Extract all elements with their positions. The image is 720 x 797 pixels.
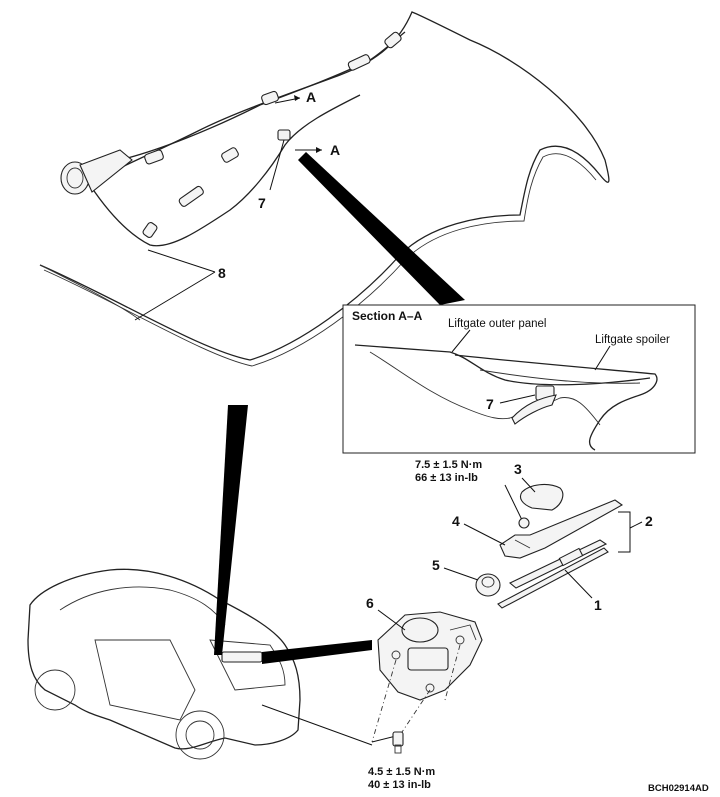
wiper-parts: 7.5 ± 1.5 N·m 66 ± 13 in-lb 3 4 1 2 [366, 459, 653, 791]
wiper-arm-cap [519, 483, 564, 511]
wiper-grommet [475, 573, 501, 597]
vehicle-body [27, 568, 301, 750]
outer-panel-leader [451, 329, 471, 353]
hose-connector [347, 54, 371, 71]
vehicle-roof [59, 586, 226, 626]
mount-dashed-3 [444, 644, 461, 701]
figure-code: BCH02914AD [648, 783, 709, 794]
wiper-arm [499, 499, 624, 559]
washer-hose-main [89, 94, 361, 247]
spoiler-inner [479, 369, 641, 384]
torque-bottom-metric: 4.5 ± 1.5 N·m [368, 766, 435, 778]
washer-hose-upper [119, 31, 406, 161]
section-view: Section A–A Liftgate outer panel Liftgat… [342, 304, 696, 454]
spoiler-leader [594, 345, 611, 371]
bracket-2 [618, 511, 631, 553]
section-arrow-label-lower: A [330, 142, 340, 158]
hose-connector [384, 31, 402, 49]
torque-top-imperial: 66 ± 13 in-lb [415, 472, 478, 484]
spoiler-profile [454, 354, 658, 451]
outer-panel-label: Liftgate outer panel [448, 318, 546, 330]
hose-clip [277, 129, 291, 141]
hose-connector [178, 185, 204, 207]
callout-6: 6 [366, 595, 374, 611]
hose-connector [221, 147, 239, 163]
wiper-blade [497, 539, 609, 609]
mount-dashed-1 [371, 659, 397, 743]
callout-8: 8 [218, 265, 226, 281]
liftgate-hose-assembly: A A 7 8 [39, 11, 610, 367]
callout-1: 1 [594, 597, 602, 613]
torque-top-leader [504, 484, 523, 521]
section-title: Section A–A [352, 309, 423, 323]
section-frame [342, 304, 696, 454]
callout-2: 2 [645, 513, 653, 529]
vehicle-wiper-location [221, 651, 263, 663]
callout-5: 5 [432, 557, 440, 573]
outer-panel-profile [354, 344, 651, 386]
vehicle-view [27, 405, 373, 760]
outer-panel-inner [369, 351, 511, 420]
hose-connector [142, 222, 158, 238]
torque-top-metric: 7.5 ± 1.5 N·m [415, 459, 482, 471]
callout-3: 3 [514, 461, 522, 477]
hose-connector [261, 90, 279, 106]
mount-leader [261, 704, 373, 746]
leader-7-section [499, 394, 536, 404]
leader-5 [443, 567, 479, 581]
wiper-arm-nut [518, 517, 530, 529]
vehicle-rear-wheel [175, 710, 225, 760]
torque-bottom-imperial: 40 ± 13 in-lb [368, 779, 431, 791]
leader-7 [269, 139, 285, 191]
mounting-bolt [392, 731, 404, 754]
mount-dashed-2 [399, 689, 431, 736]
callout-7: 7 [258, 195, 266, 211]
callout-4: 4 [452, 513, 460, 529]
leader-6 [377, 609, 406, 631]
section-arrow-label-upper: A [306, 89, 316, 105]
zoom-wedge-section [298, 152, 465, 305]
vehicle-door [94, 639, 196, 721]
zoom-wedge-motor [262, 640, 372, 664]
zoom-wedge-liftgate [214, 405, 248, 655]
washer-motor [60, 149, 133, 195]
leader-2 [629, 521, 643, 529]
hose-connector [144, 149, 164, 165]
spoiler-label: Liftgate spoiler [595, 334, 670, 346]
leader-4 [463, 523, 506, 546]
section-clip [511, 385, 557, 425]
leader-1 [564, 569, 593, 599]
leader-8 [134, 249, 216, 321]
vehicle-front-wheel [34, 669, 76, 711]
vehicle-rear-window [209, 639, 286, 691]
washer-hose-lower [39, 264, 141, 321]
callout-7-section: 7 [486, 396, 494, 412]
leader-3 [521, 477, 536, 493]
wiper-motor [377, 611, 483, 701]
